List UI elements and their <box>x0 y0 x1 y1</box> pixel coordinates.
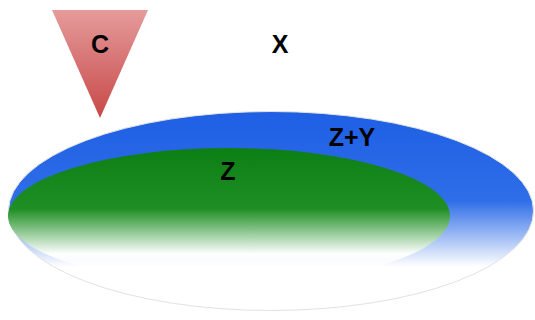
region-label: Z <box>220 158 235 186</box>
inner-ellipse: Z <box>8 148 450 284</box>
region-label: Z+Y <box>329 124 376 152</box>
space-label: X <box>272 31 289 59</box>
region-label: C <box>91 31 109 59</box>
outer-ellipse: Z+Y Z <box>8 111 534 311</box>
cone-shape: C <box>52 10 148 118</box>
cone-shape-outline <box>52 10 148 118</box>
